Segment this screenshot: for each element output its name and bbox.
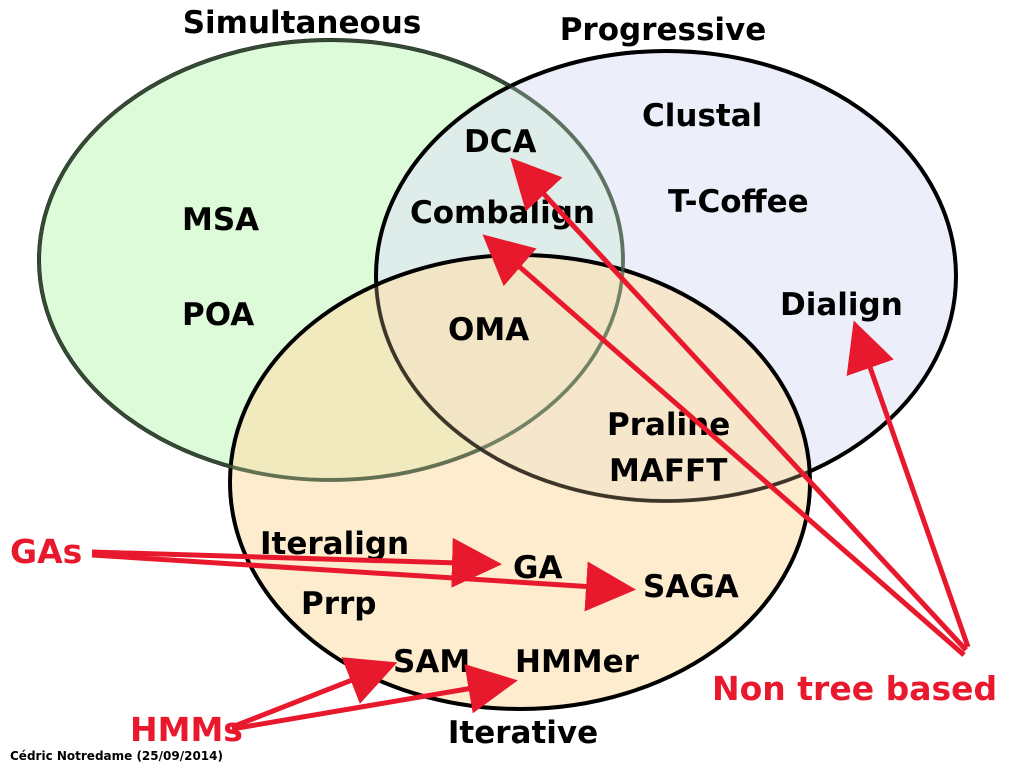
arrow-nontree-to-combalign [482,234,966,657]
callout-non-tree-based: Non tree based [712,669,997,708]
method-oma: OMA [448,312,529,348]
method-clustal: Clustal [642,98,762,134]
arrow-nontree-to-dialign [846,320,971,648]
arrow-gas-to-saga [91,552,636,612]
method-hmmer: HMMer [515,644,640,680]
method-dialign: Dialign [780,287,903,323]
method-msa: MSA [182,202,259,238]
arrow-hmms-to-sam [231,657,398,730]
method-poa: POA [182,297,254,333]
method-prrp: Prrp [301,586,377,622]
arrow-nontree-to-dca [510,157,968,652]
iterative-title: Iterative [448,715,598,751]
progressive-title: Progressive [560,12,767,48]
method-tcoffee: T-Coffee [668,184,809,220]
callout-hmms: HMMs [130,710,243,749]
method-combalign: Combalign [410,195,595,231]
arrow-gas-to-ga [91,537,502,588]
method-sam: SAM [393,644,470,680]
method-praline: Praline [607,407,730,443]
simultaneous-set-outline [37,38,625,482]
progressive-set-outline [374,49,958,503]
method-saga: SAGA [643,569,739,605]
author-credit: Cédric Notredame (25/09/2014) [10,749,223,763]
method-dca: DCA [464,124,536,160]
callout-gas: GAs [10,532,82,571]
arrow-hmms-to-hmmer [231,664,518,732]
simultaneous-title: Simultaneous [183,5,422,41]
method-mafft: MAFFT [609,453,727,489]
